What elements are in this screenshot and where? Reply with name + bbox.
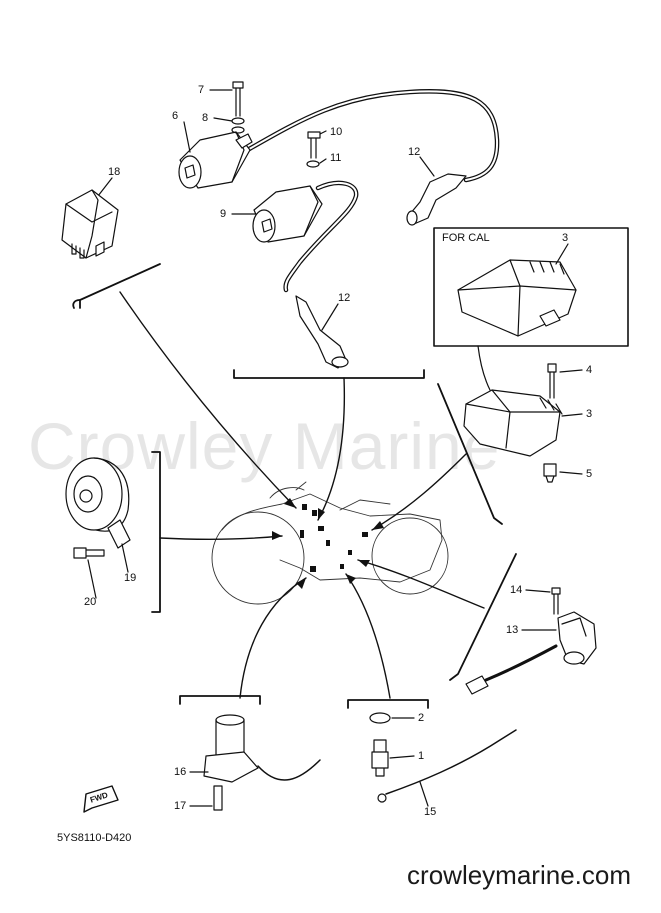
washer-11 [306,160,320,168]
callout-10: 10 [330,126,343,138]
plug-group [347,699,517,807]
callout-18: 18 [108,166,121,178]
bolt-7 [232,81,244,117]
callout-11: 11 [330,152,342,164]
callout-12-upper: 12 [408,146,421,158]
for-cal-label: FOR CAL [442,232,490,244]
location-marks [300,504,368,572]
arrow-heads [272,498,384,589]
callout-14: 14 [510,584,523,596]
motorcycle-silhouette [211,481,449,605]
callout-15: 15 [424,806,437,818]
callout-17: 17 [174,800,187,812]
footer-url[interactable]: crowleymarine.com [407,860,631,890]
callout-1: 1 [418,750,425,762]
fwd-arrow-icon [83,785,119,813]
relay-18 [61,189,161,309]
gasket-2 [369,712,391,724]
callout-3-inset: 3 [562,232,569,244]
callout-19: 19 [124,572,137,584]
callout-20: 20 [84,596,97,608]
sensor-group-16 [179,695,321,811]
nut-5 [543,463,557,483]
spark-plug-1 [371,739,389,777]
callout-8: 8 [202,112,209,124]
callout-7: 7 [198,84,205,96]
sensor-group-13 [449,553,597,695]
callout-16: 16 [174,766,187,778]
callout-4: 4 [586,364,593,376]
diagram-code: 5YS8110-D420 [57,832,132,844]
for-cal-inset [433,227,629,391]
arrows [119,291,485,699]
bolt-14 [551,587,561,615]
horn-bracket-19 [107,519,131,549]
callout-3: 3 [586,408,593,420]
callout-5: 5 [586,468,593,480]
callout-6: 6 [172,110,179,122]
horn-group [65,451,161,613]
cdi-unit-3-inset [457,259,577,337]
washer-8 [231,117,245,125]
callout-9: 9 [220,208,227,220]
bolt-4 [547,363,557,399]
bolt-10 [307,131,321,159]
callout-2: 2 [418,712,425,724]
ignition-coil-group [97,81,500,379]
bolt-20 [73,547,105,559]
cdi-unit-3 [437,363,583,525]
spark-plug-cap-12-upper [409,173,467,225]
callout-13: 13 [506,624,519,636]
callout-12-lower: 12 [338,292,351,304]
